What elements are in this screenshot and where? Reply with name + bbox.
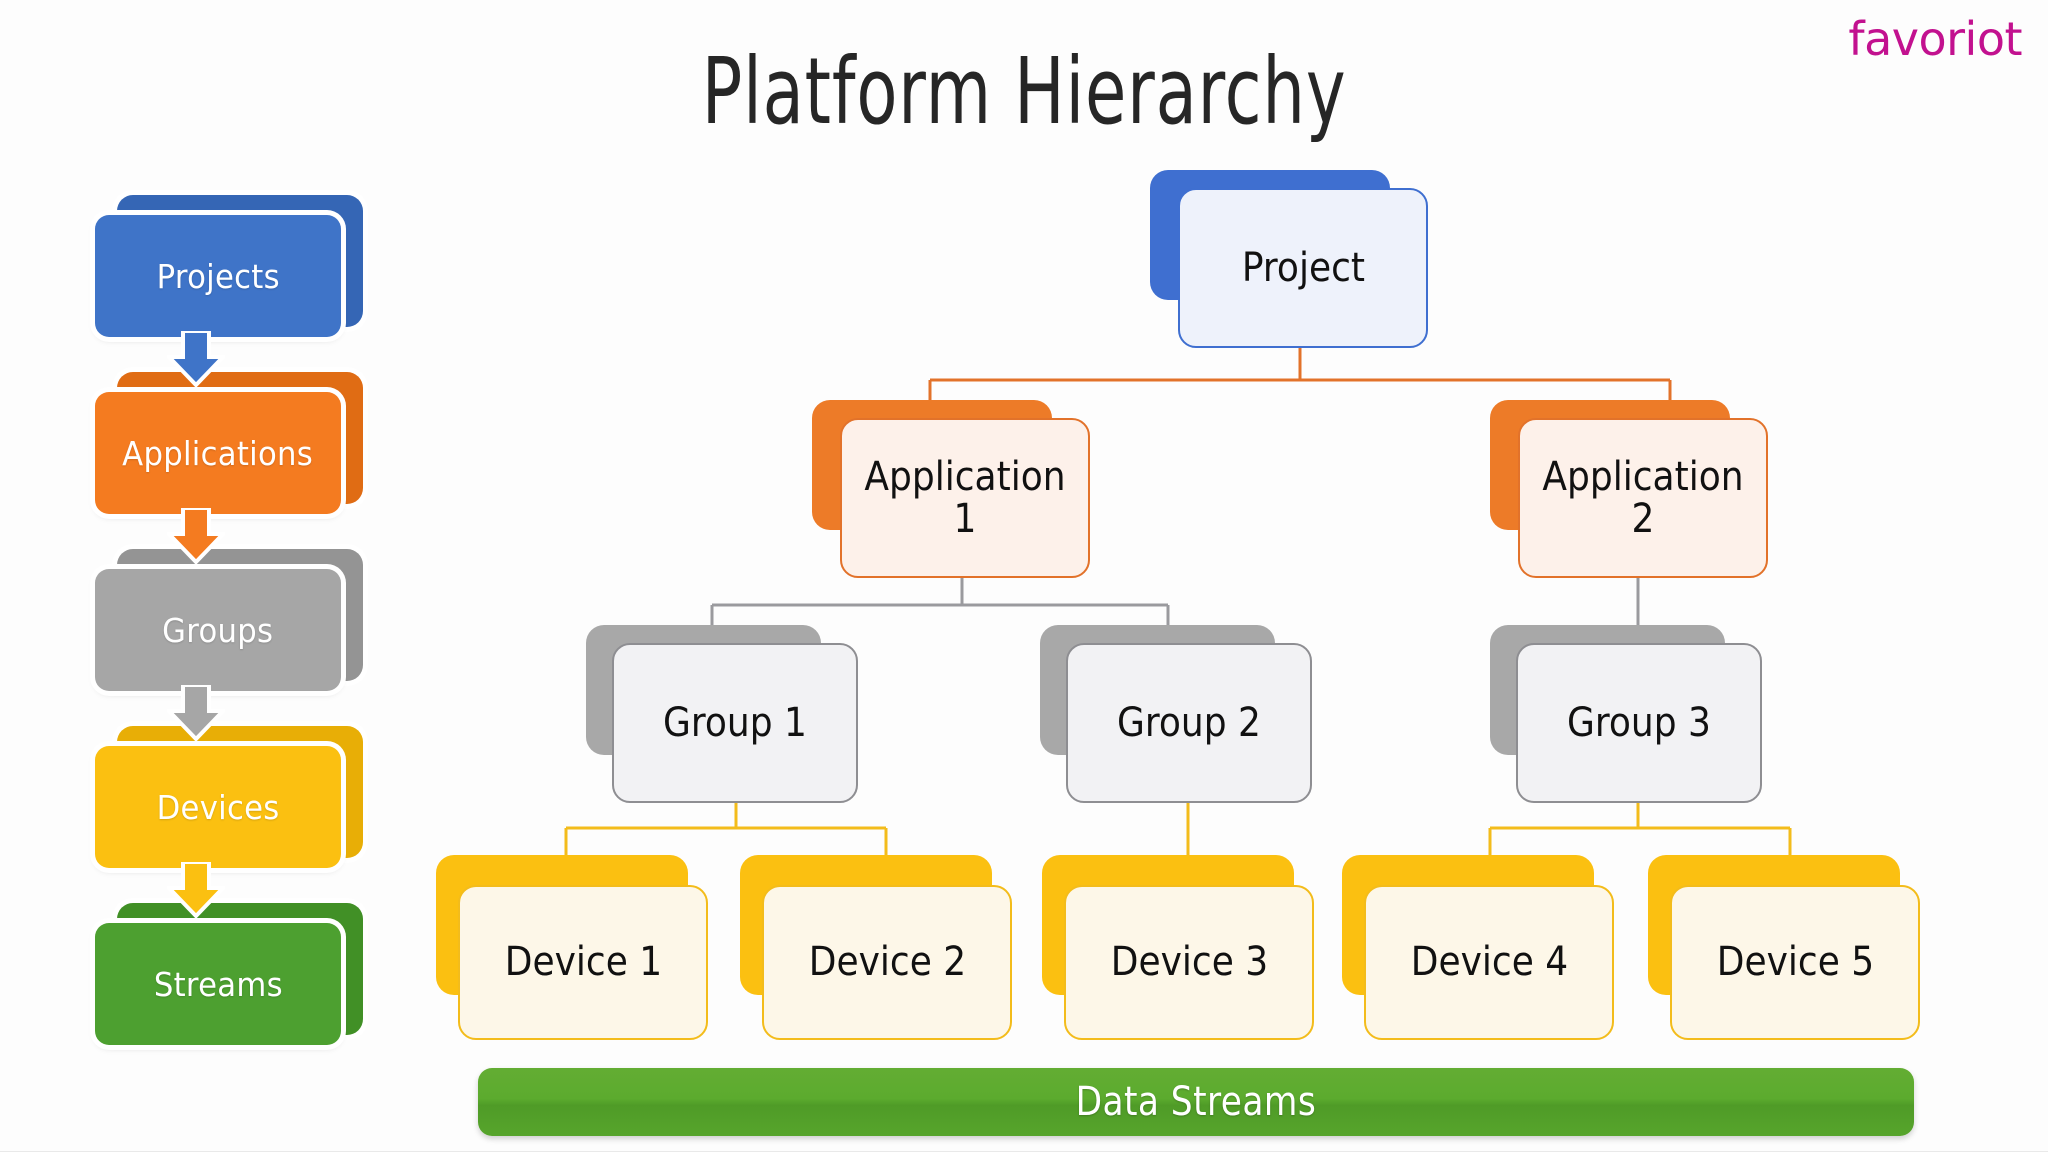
node-project[interactable]: Project	[1150, 170, 1450, 348]
node-group-3[interactable]: Group 3	[1490, 625, 1780, 803]
node-card-front: Device 4	[1364, 885, 1614, 1040]
legend-card-front: Projects	[95, 215, 341, 337]
node-group-2[interactable]: Group 2	[1040, 625, 1330, 803]
down-arrow-icon	[167, 331, 225, 387]
node-label: Device 1	[504, 939, 662, 986]
node-group-1[interactable]: Group 1	[586, 625, 876, 803]
node-label: Device 2	[808, 939, 966, 986]
data-streams-bar[interactable]: Data Streams	[478, 1068, 1914, 1136]
node-card-front: Application 1	[840, 418, 1090, 578]
legend-label: Streams	[153, 964, 283, 1004]
legend-item-groups[interactable]: Groups	[95, 549, 385, 741]
legend-item-projects[interactable]: Projects	[95, 195, 385, 387]
node-card-front: Group 1	[612, 643, 858, 803]
node-card-front: Device 1	[458, 885, 708, 1040]
node-device-2[interactable]: Device 2	[740, 855, 1020, 1040]
node-label: Device 5	[1716, 939, 1874, 986]
node-device-3[interactable]: Device 3	[1042, 855, 1322, 1040]
favoriot-logo: favoriot	[1848, 12, 2022, 66]
legend-card-front: Streams	[95, 923, 341, 1045]
node-card-front: Group 2	[1066, 643, 1312, 803]
down-arrow-icon	[167, 508, 225, 564]
legend-card-front: Devices	[95, 746, 341, 868]
node-label: Group 3	[1567, 699, 1711, 746]
legend-item-applications[interactable]: Applications	[95, 372, 385, 564]
node-device-1[interactable]: Device 1	[436, 855, 716, 1040]
node-label: Application 2	[1542, 453, 1744, 542]
node-card-front: Device 2	[762, 885, 1012, 1040]
node-label: Group 1	[663, 699, 807, 746]
node-card-front: Device 5	[1670, 885, 1920, 1040]
node-card-front: Project	[1178, 188, 1428, 348]
legend-label: Groups	[162, 610, 274, 650]
down-arrow-icon	[167, 862, 225, 918]
node-label: Group 2	[1117, 699, 1261, 746]
node-application-1[interactable]: Application 1	[812, 400, 1112, 578]
data-streams-label: Data Streams	[1075, 1079, 1317, 1125]
node-card-front: Device 3	[1064, 885, 1314, 1040]
node-card-front: Application 2	[1518, 418, 1768, 578]
node-device-5[interactable]: Device 5	[1648, 855, 1928, 1040]
node-label: Application 1	[864, 453, 1066, 542]
node-label: Device 3	[1110, 939, 1268, 986]
legend-item-devices[interactable]: Devices	[95, 726, 385, 918]
page-title-text: Platform Hierarchy	[701, 39, 1347, 146]
hierarchy-legend: Projects Applications Groups	[95, 195, 385, 1080]
node-application-2[interactable]: Application 2	[1490, 400, 1790, 578]
legend-item-streams[interactable]: Streams	[95, 903, 385, 1080]
legend-label: Devices	[156, 787, 280, 827]
down-arrow-icon	[167, 685, 225, 741]
legend-label: Projects	[156, 256, 280, 296]
node-label: Project	[1241, 244, 1365, 291]
node-card-front: Group 3	[1516, 643, 1762, 803]
node-device-4[interactable]: Device 4	[1342, 855, 1622, 1040]
page-title: Platform Hierarchy	[0, 47, 2048, 139]
node-label: Device 4	[1410, 939, 1568, 986]
legend-card-front: Applications	[95, 392, 341, 514]
legend-label: Applications	[122, 433, 314, 473]
legend-card-front: Groups	[95, 569, 341, 691]
